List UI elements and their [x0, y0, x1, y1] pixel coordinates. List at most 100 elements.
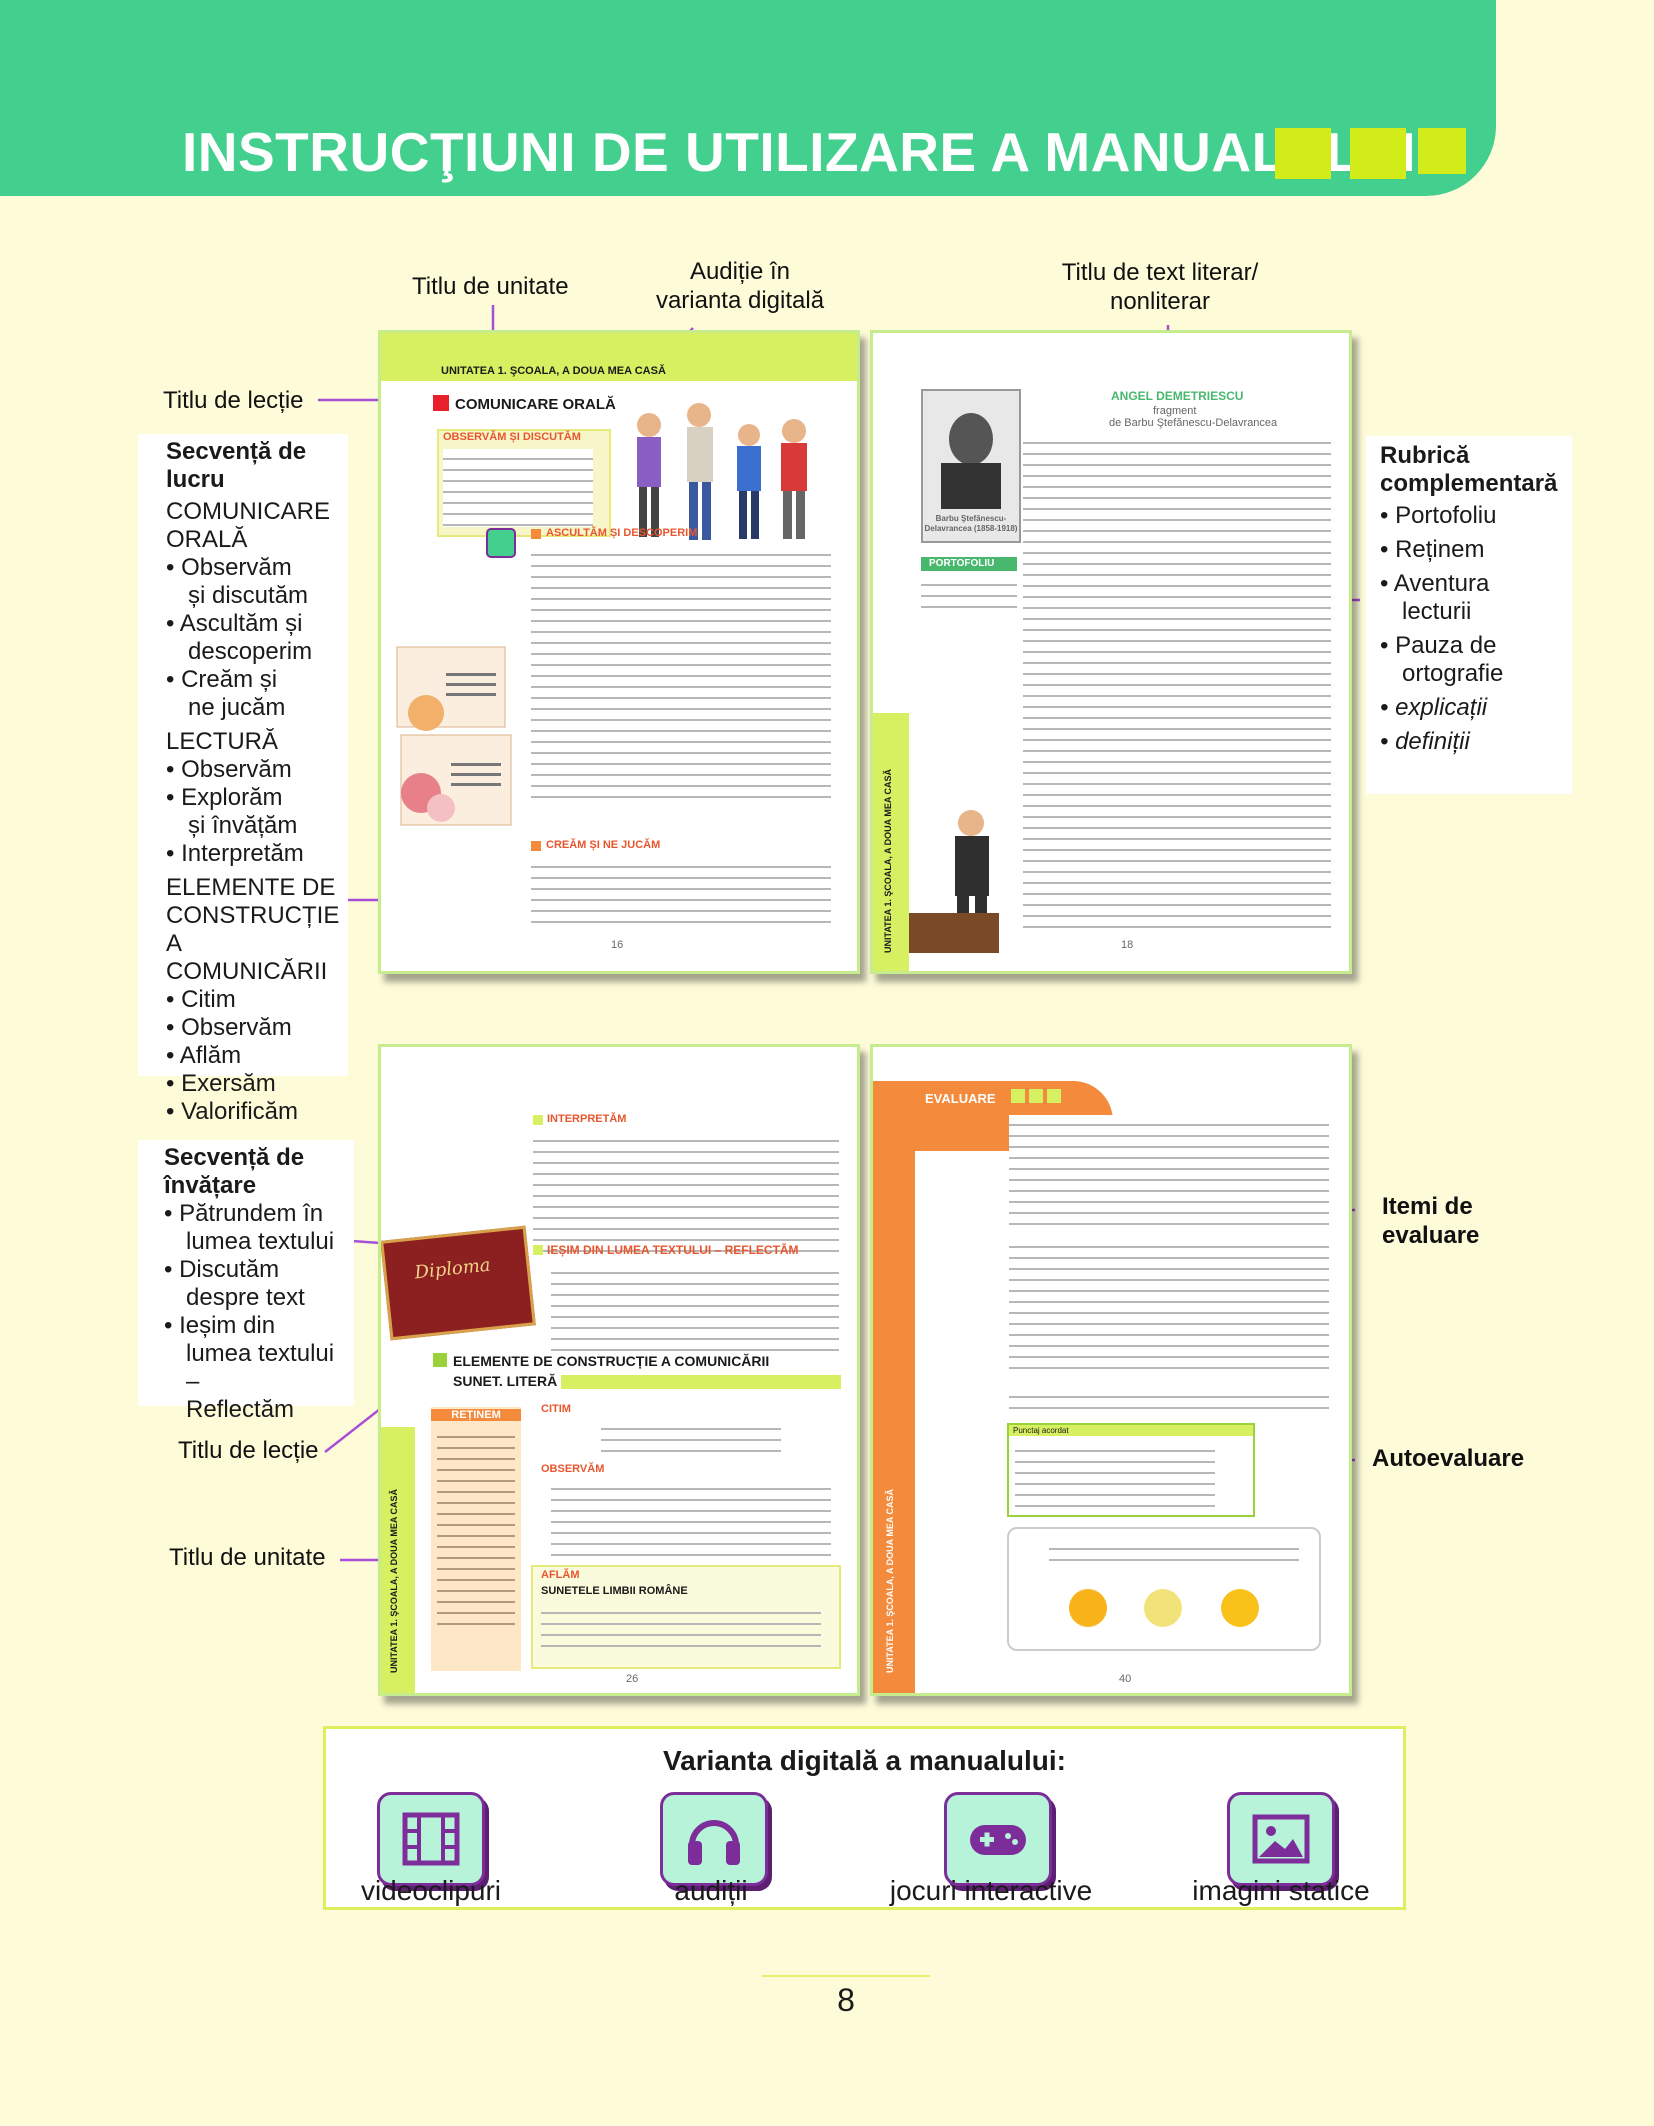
- film-icon-glyph: [402, 1812, 460, 1866]
- page-title: INSTRUCŢIUNI DE UTILIZARE A MANUALULUI: [182, 121, 1416, 183]
- section-heading: OBSERVĂM: [541, 1463, 605, 1475]
- lesson-subtitle: SUNET. LITERĂ: [453, 1373, 558, 1389]
- section-heading: CREĂM ȘI NE JUCĂM: [546, 839, 661, 851]
- author-portrait: Barbu Ştefănescu-Delavrancea (1858-1918): [921, 389, 1021, 543]
- callout-line: Itemi de: [1382, 1193, 1473, 1220]
- happy-face-icon[interactable]: [1069, 1589, 1107, 1627]
- callout-text-title: Titlu de text literar/ nonliterar: [990, 258, 1330, 316]
- complementary-panel: Rubrică complementară • Portofoliu • Reț…: [1366, 436, 1572, 794]
- audio-icon[interactable]: [486, 528, 516, 558]
- teacher-illustration: [909, 810, 999, 953]
- gamepad-icon[interactable]: [944, 1792, 1052, 1886]
- complementary-heading: Rubrică: [1380, 442, 1470, 469]
- complementary-heading: complementară: [1380, 470, 1558, 497]
- neutral-face-icon[interactable]: [1221, 1589, 1259, 1627]
- text-lines: [443, 449, 593, 527]
- item-text: • Portofoliu: [1380, 502, 1497, 529]
- item-text: lumea textului: [186, 1228, 335, 1255]
- page-number: 16: [611, 939, 624, 951]
- lesson-title: COMUNICARE ORALĂ: [455, 396, 616, 413]
- book-page-2: ANGEL DEMETRIESCU fragment de Barbu Ştef…: [870, 330, 1352, 974]
- text-lines: [1049, 1539, 1299, 1569]
- unit-side-title: UNITATEA 1. ŞCOALA, A DOUA MEA CASĂ: [883, 769, 893, 953]
- accent-square: [1275, 128, 1331, 179]
- section-marker: [531, 529, 541, 539]
- list-item: • Observăm: [166, 756, 348, 784]
- item-text: • Reținem: [1380, 536, 1485, 563]
- item-text: Reflectăm: [186, 1396, 295, 1423]
- learning-sequence-heading: Secvență de: [164, 1144, 305, 1171]
- section-name: ORALĂ: [166, 526, 248, 553]
- portfolio-bar: [921, 557, 1017, 571]
- portrait-image: [941, 413, 1001, 509]
- section-name: ELEMENTE DE: [166, 874, 336, 901]
- page-number: 40: [1119, 1673, 1132, 1685]
- work-sequence-panel: Secvență de lucru COMUNICARE ORALĂ • Obs…: [138, 434, 348, 1125]
- score-box-title: Punctaj acordat: [1009, 1425, 1253, 1436]
- page-number: 8: [837, 1982, 855, 2018]
- list-item: • Exersăm: [166, 1070, 348, 1098]
- image-icon-glyph: [1252, 1814, 1310, 1864]
- list-item: • Aflăm: [166, 1042, 348, 1070]
- text-title: ANGEL DEMETRIESCU: [1111, 389, 1244, 403]
- section-construction: ELEMENTE DE CONSTRUCȚIE A COMUNICĂRII • …: [166, 874, 348, 1126]
- learning-sequence-heading: învățare: [164, 1172, 257, 1199]
- book-page-4: EVALUARE UNITATEA 1. ŞCOALA, A DOUA MEA …: [870, 1044, 1352, 1696]
- section-heading: OBSERVĂM ȘI DISCUTĂM: [443, 431, 581, 443]
- list-item: • Valorificăm: [166, 1098, 348, 1126]
- lesson-marker: [433, 395, 449, 411]
- lesson-bar: [561, 1375, 841, 1389]
- item-text: ortografie: [1402, 660, 1504, 687]
- callout-lesson-title: Titlu de lecție: [163, 387, 304, 414]
- section-heading: CITIM: [541, 1403, 571, 1415]
- item-text: • Valorificăm: [166, 1098, 298, 1125]
- headphones-icon[interactable]: [660, 1792, 768, 1886]
- item-text: și învățăm: [188, 812, 298, 839]
- unit-side-bar: [381, 1427, 415, 1693]
- text-lines: [1023, 433, 1331, 933]
- list-item: • Portofoliu: [1380, 502, 1572, 530]
- item-text: descoperim: [188, 638, 313, 665]
- accent-square: [1350, 128, 1406, 179]
- film-icon[interactable]: [377, 1792, 485, 1886]
- calendar-illustration: [396, 646, 512, 826]
- footer-line: [762, 1975, 930, 1977]
- thinking-face-icon[interactable]: [1144, 1589, 1182, 1627]
- list-item: • Interpretăm: [166, 840, 348, 868]
- text-lines: [533, 1131, 839, 1259]
- item-text: • Explorăm: [166, 784, 283, 811]
- callout-eval-items: Itemi de evaluare: [1382, 1192, 1479, 1250]
- section-marker: [533, 1115, 543, 1125]
- item-text: • Interpretăm: [166, 840, 304, 867]
- section-name: A COMUNICĂRII: [166, 930, 328, 985]
- callout-unit-title: Titlu de unitate: [412, 273, 569, 300]
- item-text: • Pătrundem în: [164, 1200, 324, 1227]
- item-text: ne jucăm: [188, 694, 286, 721]
- section-marker: [533, 1245, 543, 1255]
- item-text: lumea textului –: [186, 1340, 335, 1395]
- image-icon[interactable]: [1227, 1792, 1335, 1886]
- item-text: și discutăm: [188, 582, 309, 609]
- section-heading: AFLĂM: [541, 1569, 580, 1581]
- callout-unit-title: Titlu de unitate: [169, 1544, 326, 1571]
- unit-bar: [381, 333, 857, 381]
- text-lines: [531, 545, 831, 803]
- text-lines: [551, 1263, 839, 1359]
- item-text: • Ascultăm și: [166, 610, 303, 637]
- item-text: • Observăm: [166, 756, 292, 783]
- list-item: • Citim: [166, 986, 348, 1014]
- portrait-caption: Barbu Ştefănescu-Delavrancea (1858-1918): [924, 514, 1018, 533]
- section-name: COMUNICARE: [166, 498, 331, 525]
- unit-side-bar: [873, 713, 909, 971]
- section-name: LECTURĂ: [166, 728, 279, 755]
- unit-side-title: UNITATEA 1. ŞCOALA, A DOUA MEA CASĂ: [389, 1489, 399, 1673]
- score-box: Punctaj acordat: [1007, 1423, 1255, 1517]
- text-subtitle: fragment: [1153, 405, 1197, 417]
